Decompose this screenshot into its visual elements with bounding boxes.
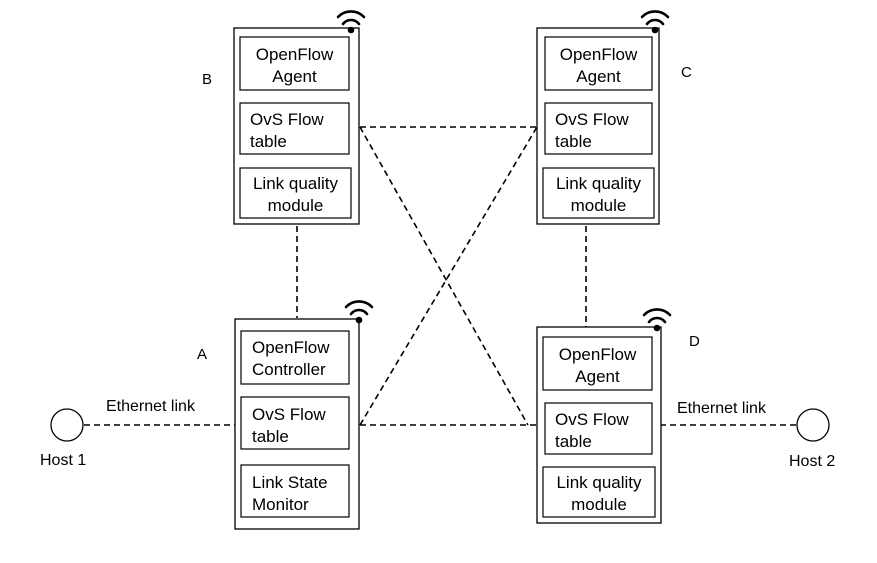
wifi-icon	[344, 300, 374, 324]
module-line1: Link State	[252, 473, 328, 492]
module-line2: table	[252, 427, 289, 446]
node-a-link-state-monitor-module: Link State Monitor	[240, 464, 350, 518]
node-b-link-quality-module: Link quality module	[239, 167, 352, 219]
module-line1: Link quality	[253, 174, 339, 193]
module-line2: module	[571, 495, 627, 514]
node-c-label: C	[681, 64, 692, 81]
node-d-link-quality-module: Link quality module	[542, 466, 656, 518]
node-d-label: D	[689, 333, 700, 350]
node-c-openflow-module: OpenFlow Agent	[544, 36, 653, 91]
node-d-openflow-module: OpenFlow Agent	[542, 336, 653, 391]
node-a-flow-table-module: OvS Flow table	[240, 396, 350, 450]
host-2: Host 2	[789, 408, 835, 470]
node-a-openflow-controller-module: OpenFlow Controller	[240, 330, 350, 385]
module-line1: OpenFlow	[560, 45, 638, 64]
wifi-icon	[642, 308, 672, 332]
node-a: A OpenFlow Controller OvS Flow table Lin…	[197, 300, 374, 530]
wireless-links	[296, 126, 587, 426]
host-2-circle	[796, 408, 830, 442]
ethernet-link-label-right: Ethernet link	[677, 400, 767, 417]
node-c-link-quality-module: Link quality module	[542, 167, 655, 219]
module-line1: Link quality	[556, 473, 642, 492]
module-line1: OpenFlow	[256, 45, 334, 64]
module-line2: Agent	[272, 67, 317, 86]
node-d: D OpenFlow Agent OvS Flow table Link qua…	[536, 308, 700, 524]
ethernet-links: Ethernet link Ethernet link	[84, 398, 797, 426]
host-1: Host 1	[40, 408, 86, 469]
node-b-label: B	[202, 71, 212, 88]
module-line2: table	[555, 132, 592, 151]
ethernet-link-label-left: Ethernet link	[106, 398, 196, 415]
node-b: B OpenFlow Agent OvS Flow table Link qua…	[202, 10, 366, 225]
module-line2: Agent	[575, 367, 620, 386]
host-1-circle	[50, 408, 84, 442]
node-a-label: A	[197, 346, 207, 363]
node-b-flow-table-module: OvS Flow table	[239, 102, 350, 155]
module-line2: module	[268, 196, 324, 215]
module-line1: OvS Flow	[250, 110, 324, 129]
module-line2: table	[250, 132, 287, 151]
module-line1: OvS Flow	[555, 110, 629, 129]
module-line2: Monitor	[252, 495, 309, 514]
module-line1: OvS Flow	[252, 405, 326, 424]
module-line1: OvS Flow	[555, 410, 629, 429]
module-line2: Agent	[576, 67, 621, 86]
wifi-icon	[336, 10, 366, 34]
node-c: C OpenFlow Agent OvS Flow table Link qua…	[536, 10, 692, 225]
module-line1: Link quality	[556, 174, 642, 193]
node-d-flow-table-module: OvS Flow table	[544, 402, 653, 455]
link-a-c	[359, 126, 538, 426]
module-line1: OpenFlow	[252, 338, 330, 357]
node-b-openflow-module: OpenFlow Agent	[239, 36, 350, 91]
node-c-flow-table-module: OvS Flow table	[544, 102, 653, 155]
module-line2: table	[555, 432, 592, 451]
wifi-icon	[640, 10, 670, 34]
host-1-label: Host 1	[40, 452, 86, 469]
module-line1: OpenFlow	[559, 345, 637, 364]
module-line2: module	[571, 196, 627, 215]
host-2-label: Host 2	[789, 453, 835, 470]
link-b-d	[359, 126, 529, 426]
module-line2: Controller	[252, 360, 326, 379]
